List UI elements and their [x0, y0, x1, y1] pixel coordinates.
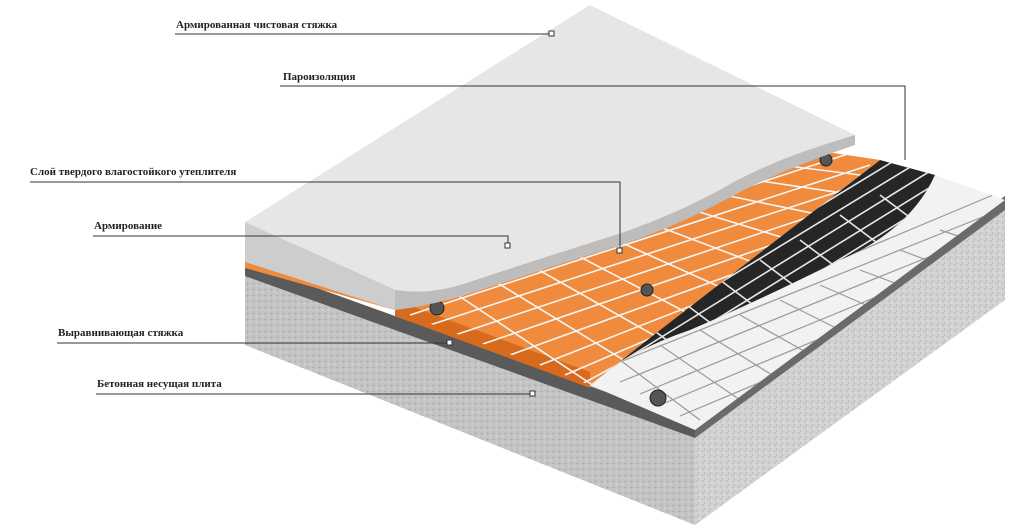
finishing-screed-curve-edge: [395, 135, 855, 310]
label-leveling-screed: Выравнивающая стяжка: [58, 327, 184, 339]
support-icon: [649, 389, 667, 407]
label-insulation: Слой твердого влагостойкого утеплителя: [30, 166, 237, 178]
leader-line-vapor: [280, 85, 906, 160]
support-icon: [640, 283, 654, 297]
leader-line-reinforcement: [93, 235, 509, 245]
leader-line-insulation: [30, 181, 621, 250]
finishing-screed-top: [245, 5, 855, 292]
concrete-slab-front: [245, 268, 695, 525]
finishing-screed-front: [245, 222, 395, 310]
leveling-screed-edge: [245, 262, 695, 438]
label-vapor-barrier: Пароизоляция: [283, 71, 356, 83]
label-finishing-screed: Армированная чистовая стяжка: [176, 19, 338, 31]
insulation-layer: [245, 148, 880, 385]
bottom-mesh-area: [590, 175, 1005, 430]
label-concrete-slab: Бетонная несущая плита: [97, 378, 222, 390]
insulation-edge: [395, 300, 590, 388]
concrete-slab-right: [695, 200, 1005, 525]
leader-lines: [30, 30, 906, 397]
label-reinforcement: Армирование: [94, 220, 163, 232]
